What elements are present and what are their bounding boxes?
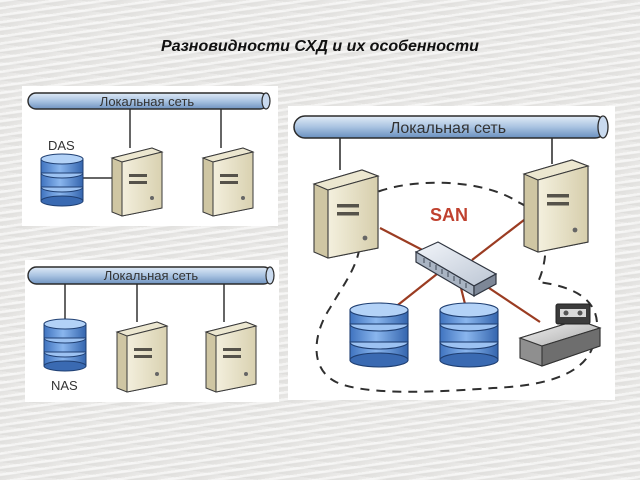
das-disk-stack <box>40 153 84 207</box>
nas-panel: Локальная сеть NAS <box>25 260 279 402</box>
page-title: Разновидности СХД и их особенности <box>161 38 479 55</box>
san-disk-array-2 <box>439 302 499 368</box>
san-server-2 <box>522 159 590 253</box>
das-panel: Локальная сеть DAS <box>22 86 278 226</box>
das-server-1 <box>110 147 164 217</box>
nas-network-label: Локальная сеть <box>104 268 199 283</box>
san-switch <box>414 241 498 298</box>
san-disk-array-1 <box>349 302 409 368</box>
nas-server-2 <box>204 321 258 393</box>
san-boundary <box>315 181 599 393</box>
das-network-bus <box>27 92 271 110</box>
san-network-label: Локальная сеть <box>390 120 506 137</box>
das-storage-label: DAS <box>48 138 75 153</box>
das-server-2 <box>201 147 255 217</box>
san-server-1 <box>312 169 380 259</box>
san-panel: Локальная сеть SAN <box>288 106 615 400</box>
san-tape-library <box>518 303 602 367</box>
san-diagram: Локальная сеть SAN <box>293 115 609 393</box>
nas-server-1 <box>115 321 169 393</box>
san-fabric-label: SAN <box>430 205 468 225</box>
nas-disk-stack <box>43 318 87 372</box>
san-network-bus <box>293 115 609 139</box>
nas-diagram: Локальная сеть NAS <box>27 266 275 393</box>
nas-network-bus <box>27 266 275 285</box>
das-network-label: Локальная сеть <box>100 94 195 109</box>
nas-storage-label: NAS <box>51 378 78 393</box>
das-diagram: Локальная сеть DAS <box>27 92 271 217</box>
